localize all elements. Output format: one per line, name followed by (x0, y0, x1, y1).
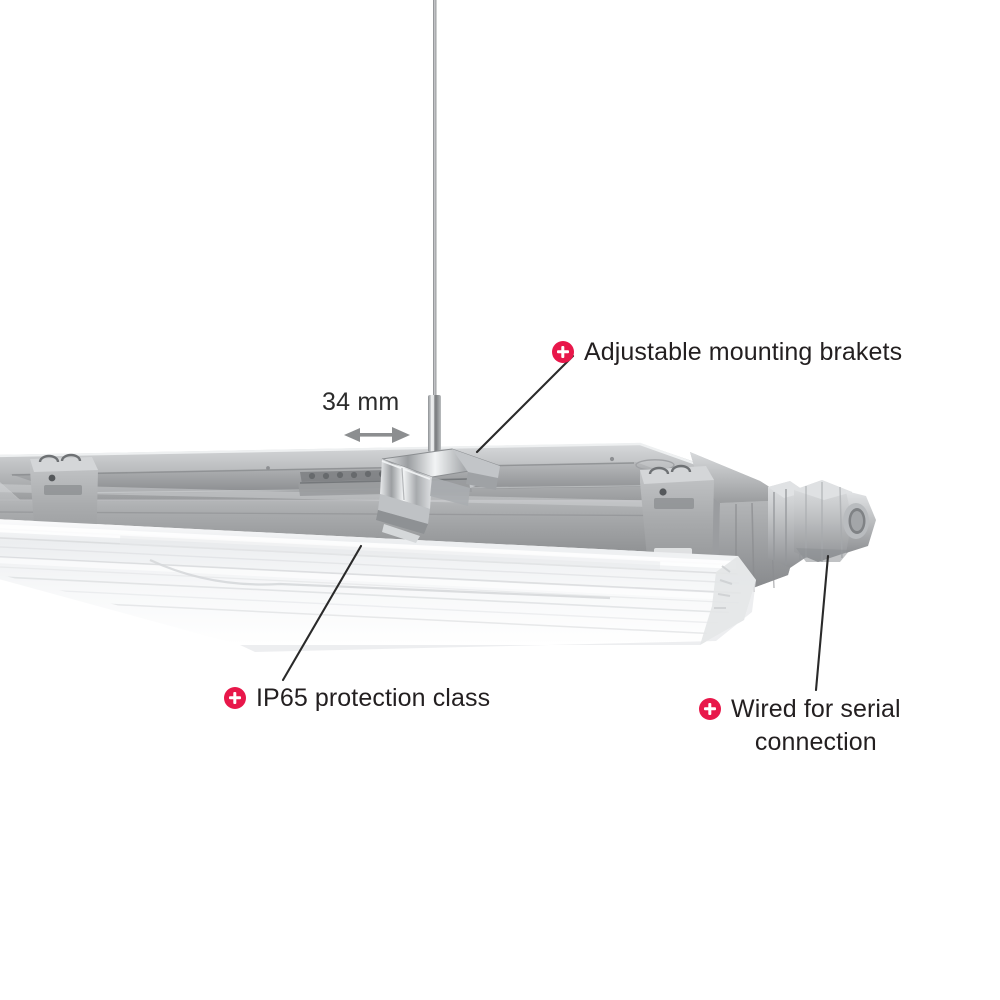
cable-gland (768, 480, 876, 568)
dimension-label: 34 mm (322, 388, 400, 416)
dimension-arrow-icon (344, 427, 410, 443)
callout-label-mounting-brackets: Adjustable mounting brakets (584, 338, 903, 366)
leader-line-ip65 (281, 544, 363, 682)
callout-serial-connection: Wired for serial connection (699, 693, 901, 759)
callout-label-ip65: IP65 protection class (256, 684, 491, 712)
callout-ip65: IP65 protection class (224, 682, 490, 715)
leader-lines (281, 354, 830, 692)
suspension-cable (433, 0, 437, 432)
plus-badge-icon (224, 687, 246, 709)
plus-badge-icon (552, 341, 574, 363)
plus-badge-icon (699, 698, 721, 720)
callout-label-serial-connection: Wired for serial connection (731, 695, 901, 756)
leader-line-brackets (475, 354, 575, 454)
mounting-bracket (376, 395, 501, 543)
callout-mounting-brackets: Adjustable mounting brakets (552, 336, 902, 369)
luminaire-housing (0, 442, 800, 652)
leader-line-serial (814, 554, 830, 692)
